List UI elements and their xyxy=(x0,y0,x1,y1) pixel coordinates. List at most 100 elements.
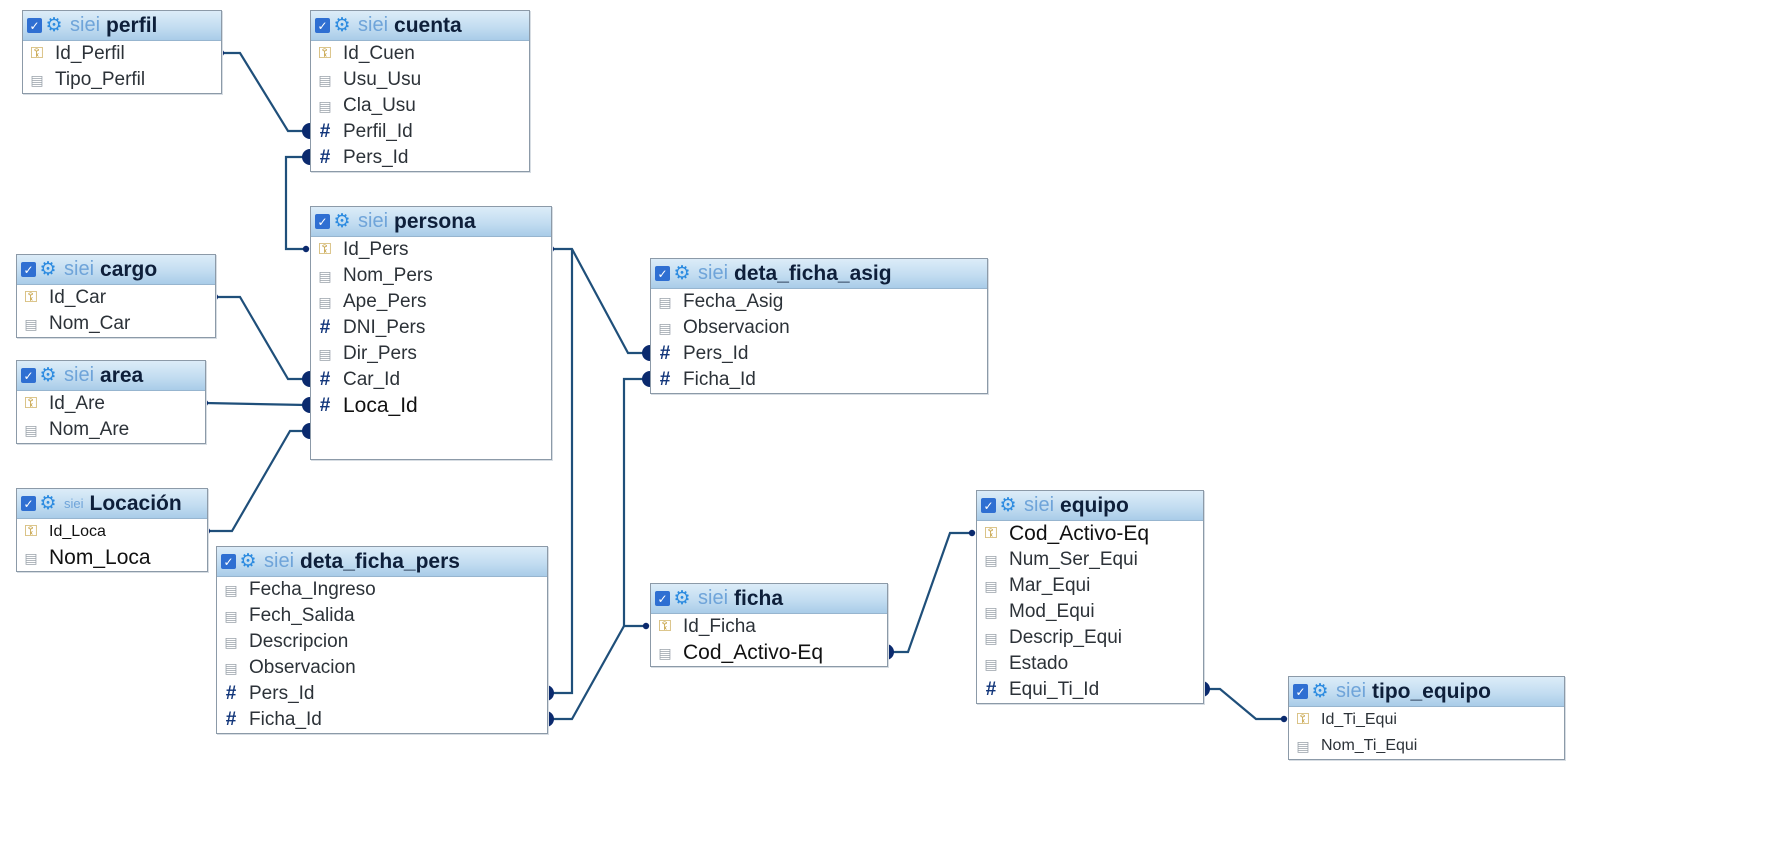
gear-icon[interactable]: ⚙ xyxy=(39,493,57,514)
gear-icon[interactable]: ⚙ xyxy=(39,365,57,386)
column-name: Mar_Equi xyxy=(1009,575,1091,596)
column-nom-are[interactable]: ▤Nom_Are xyxy=(17,417,205,443)
gear-icon[interactable]: ⚙ xyxy=(39,259,57,280)
column-cla-usu[interactable]: ▤Cla_Usu xyxy=(311,93,529,119)
gear-icon[interactable]: ⚙ xyxy=(333,15,351,36)
checkbox-icon[interactable]: ✓ xyxy=(21,368,36,383)
table-name: ficha xyxy=(734,586,784,610)
column-name: Dir_Pers xyxy=(343,343,417,364)
column-dir-pers[interactable]: ▤Dir_Pers xyxy=(311,341,551,367)
checkbox-icon[interactable]: ✓ xyxy=(21,262,36,277)
column-observacion[interactable]: ▤Observacion xyxy=(651,315,987,341)
checkbox-icon[interactable]: ✓ xyxy=(315,18,330,33)
column-car-id[interactable]: #Car_Id xyxy=(311,367,551,393)
checkbox-icon[interactable]: ✓ xyxy=(221,554,236,569)
checkbox-icon[interactable]: ✓ xyxy=(655,266,670,281)
checkbox-icon[interactable]: ✓ xyxy=(21,496,36,511)
gear-icon[interactable]: ⚙ xyxy=(45,15,63,36)
column-id-ficha[interactable]: ⚿Id_Ficha xyxy=(651,614,887,640)
text-column-icon: ▤ xyxy=(224,607,238,624)
column-id-loca[interactable]: ⚿Id_Loca xyxy=(17,519,207,545)
column-nom-ti-equi[interactable]: ▤Nom_Ti_Equi xyxy=(1289,733,1564,759)
column-mar-equi[interactable]: ▤Mar_Equi xyxy=(977,573,1203,599)
primary-key-icon: ⚿ xyxy=(318,45,332,62)
gear-icon[interactable]: ⚙ xyxy=(333,211,351,232)
checkbox-icon[interactable]: ✓ xyxy=(27,18,42,33)
column-cod-activo-eq[interactable]: ▤Cod_Activo-Eq xyxy=(651,640,887,666)
column-fech-salida[interactable]: ▤Fech_Salida xyxy=(217,603,547,629)
column-mod-equi[interactable]: ▤Mod_Equi xyxy=(977,599,1203,625)
column-observacion[interactable]: ▤Observacion xyxy=(217,655,547,681)
column-perfil-id[interactable]: #Perfil_Id xyxy=(311,119,529,145)
column-estado[interactable]: ▤Estado xyxy=(977,651,1203,677)
many-end-marker xyxy=(302,371,310,387)
numeric-column-icon: # xyxy=(319,147,331,168)
column-fecha-asig[interactable]: ▤Fecha_Asig xyxy=(651,289,987,315)
gear-icon[interactable]: ⚙ xyxy=(1311,681,1329,702)
schema-label: siei xyxy=(1336,680,1367,702)
column-pers-id[interactable]: #Pers_Id xyxy=(217,681,547,707)
column-id-perfil[interactable]: ⚿Id_Perfil xyxy=(23,41,221,67)
column-fecha-ingreso[interactable]: ▤Fecha_Ingreso xyxy=(217,577,547,603)
gear-icon[interactable]: ⚙ xyxy=(673,588,691,609)
column-id-pers[interactable]: ⚿Id_Pers xyxy=(311,237,551,263)
column-descripcion[interactable]: ▤Descripcion xyxy=(217,629,547,655)
text-column-icon: ▤ xyxy=(658,293,672,310)
primary-key-icon: ⚿ xyxy=(24,395,38,412)
column-num-ser-equi[interactable]: ▤Num_Ser_Equi xyxy=(977,547,1203,573)
column-ficha-id[interactable]: #Ficha_Id xyxy=(217,707,547,733)
gear-icon[interactable]: ⚙ xyxy=(999,495,1017,516)
gear-icon[interactable]: ⚙ xyxy=(673,263,691,284)
column-usu-usu[interactable]: ▤Usu_Usu xyxy=(311,67,529,93)
column-nom-car[interactable]: ▤Nom_Car xyxy=(17,311,215,337)
column-name: Observacion xyxy=(249,657,356,678)
many-end-marker xyxy=(302,149,310,165)
column-descrip-equi[interactable]: ▤Descrip_Equi xyxy=(977,625,1203,651)
column-pers-id[interactable]: #Pers_Id xyxy=(651,341,987,367)
checkbox-icon[interactable]: ✓ xyxy=(655,591,670,606)
column-nom-loca[interactable]: ▤Nom_Loca xyxy=(17,545,207,571)
gear-icon[interactable]: ⚙ xyxy=(239,551,257,572)
column-pers-id[interactable]: #Pers_Id xyxy=(311,145,529,171)
checkbox-icon[interactable]: ✓ xyxy=(981,498,996,513)
column-ape-pers[interactable]: ▤Ape_Pers xyxy=(311,289,551,315)
column-nom-pers[interactable]: ▤Nom_Pers xyxy=(311,263,551,289)
column-id-cuen[interactable]: ⚿Id_Cuen xyxy=(311,41,529,67)
column-id-car[interactable]: ⚿Id_Car xyxy=(17,285,215,311)
checkbox-icon[interactable]: ✓ xyxy=(1293,684,1308,699)
column-loca-id[interactable]: #Loca_Id xyxy=(311,393,551,419)
column-equi-ti-id[interactable]: #Equi_Ti_Id xyxy=(977,677,1203,703)
column-cod-activo-eq[interactable]: ⚿Cod_Activo-Eq xyxy=(977,521,1203,547)
checkbox-icon[interactable]: ✓ xyxy=(315,214,330,229)
column-name: Equi_Ti_Id xyxy=(1009,679,1100,700)
schema-label: siei xyxy=(264,550,295,572)
column-id-ti-equi[interactable]: ⚿Id_Ti_Equi xyxy=(1289,707,1564,733)
column-tipo-perfil[interactable]: ▤Tipo_Perfil xyxy=(23,67,221,93)
column-dni-pers[interactable]: #DNI_Pers xyxy=(311,315,551,341)
column-name: Descrip_Equi xyxy=(1009,627,1122,648)
column-id-are[interactable]: ⚿Id_Are xyxy=(17,391,205,417)
column-ficha-id[interactable]: #Ficha_Id xyxy=(651,367,987,393)
